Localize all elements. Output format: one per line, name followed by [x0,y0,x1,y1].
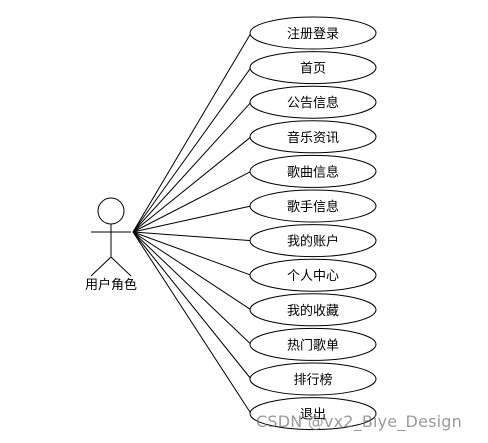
association-lines [132,32,252,414]
association-line [132,231,252,242]
use-case-ellipse [249,327,377,361]
use-case-label: 音乐资讯 [287,130,339,146]
use-case: 排行榜 [249,362,377,396]
use-case-label: 我的账户 [287,234,339,250]
use-case-label: 歌曲信息 [287,164,339,180]
association-line [132,136,252,233]
use-case: 歌曲信息 [249,154,377,188]
use-case-ellipse [249,397,377,431]
use-case-label: 个人中心 [287,269,339,284]
use-case: 歌手信息 [249,189,377,223]
use-case-ellipse [249,293,377,327]
association-line [132,231,252,414]
use-case: 首页 [249,51,377,85]
use-case-ellipse [249,362,377,396]
use-case-ellipse [249,258,377,292]
use-case: 公告信息 [249,85,377,119]
association-line [132,231,252,311]
use-case: 退出 [249,397,377,431]
use-case-label: 排行榜 [293,372,332,388]
use-case: 我的收藏 [249,293,377,327]
use-case-label: 退出 [300,408,326,423]
use-case-label: 公告信息 [287,95,339,111]
use-case-ellipse [249,154,377,188]
use-case-ellipse [249,16,377,50]
association-line [132,231,252,380]
use-case-ellipse [249,85,377,119]
use-case-label: 注册登录 [287,27,339,42]
association-line [132,231,252,276]
use-case-label: 首页 [300,62,326,77]
use-cases: 注册登录首页公告信息音乐资讯歌曲信息歌手信息我的账户个人中心我的收藏热门歌单排行… [249,16,377,431]
association-line [132,231,252,345]
watermark: CSDN @vx2_Biye_Design [256,412,462,431]
actor-label: 用户角色 [85,277,137,293]
use-case-label: 我的收藏 [287,303,339,319]
use-case-ellipse [249,224,377,258]
use-case: 音乐资讯 [249,120,377,154]
use-case-ellipse [249,189,377,223]
actor-left-leg [90,256,112,277]
use-case: 热门歌单 [249,327,377,361]
use-case: 注册登录 [249,16,377,50]
use-case-label: 歌手信息 [287,199,339,215]
use-case-label: 热门歌单 [287,338,339,353]
actor: 用户角色 [85,197,137,293]
association-line [132,101,252,233]
actor-head [97,197,125,225]
actor-right-leg [110,256,132,277]
use-case-ellipse [249,120,377,154]
association-line [132,32,252,233]
use-case: 个人中心 [249,258,377,292]
use-case-ellipse [249,51,377,85]
association-line [132,205,252,233]
association-line [132,67,252,233]
use-case: 我的账户 [249,224,377,258]
association-line [132,170,252,233]
